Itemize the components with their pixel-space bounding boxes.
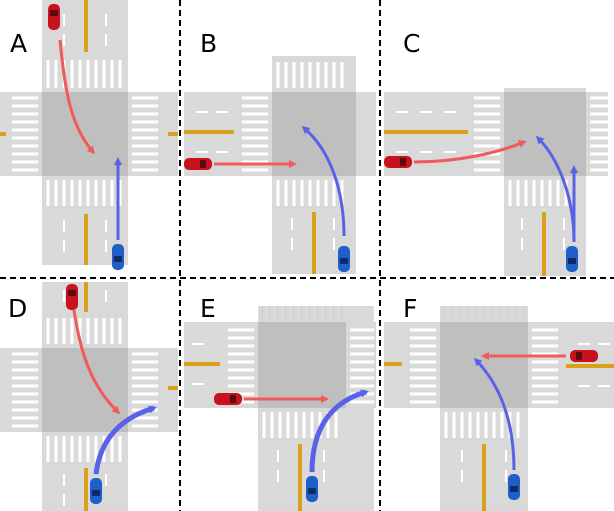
red-car-e [214,393,242,405]
red-car-b [184,158,212,170]
red-car-f [570,350,598,362]
blue-car-path-b [301,126,346,237]
panel-e: E [184,294,376,511]
intersection-a [0,0,178,265]
panel-label-b: B [200,29,217,58]
blue-car-path-e [309,389,369,473]
red-car-path-a [58,39,95,155]
intersection-d [0,282,178,511]
red-car-path-c [413,140,527,164]
blue-car-path-d [93,405,157,475]
intersection-b [184,56,376,274]
panel-label-f: F [403,294,417,323]
intersection-f [384,306,614,511]
panel-f: F [384,294,614,511]
panel-c: C [384,29,608,276]
red-car-path-d [72,309,121,415]
red-car-a [48,4,60,30]
blue-car-path-f [473,357,516,471]
panel-b: B [184,29,376,274]
panel-d: D [0,282,178,511]
red-car-c [384,156,412,168]
panel-a: A [0,0,178,270]
panel-label-a: A [10,29,27,58]
panel-label-d: D [8,294,27,323]
red-car-d [66,284,78,310]
intersection-e [184,306,376,511]
panel-label-e: E [200,294,216,323]
panel-label-c: C [403,29,420,58]
